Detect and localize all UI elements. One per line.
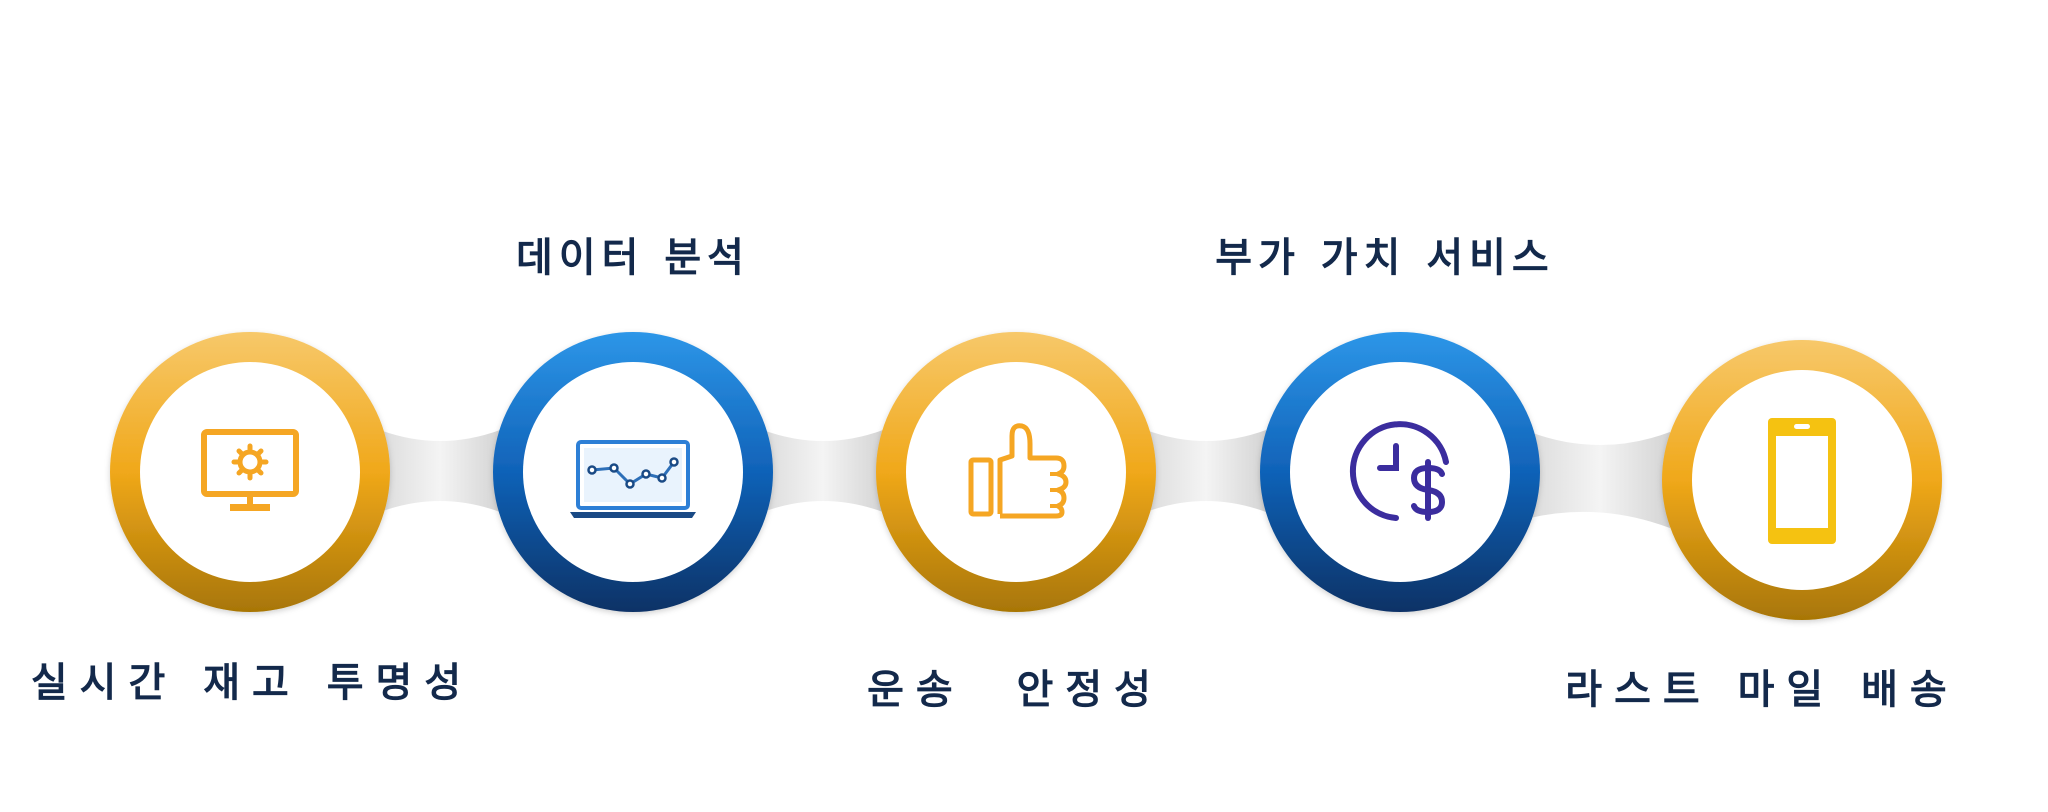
connector-2-3: [763, 430, 883, 512]
monitor-gear-icon: [201, 429, 299, 511]
step-circle-4: [1260, 332, 1540, 612]
connector-3-4: [1146, 430, 1266, 512]
step-label-4: 부가 가치 서비스: [1215, 235, 1555, 281]
smartphone-icon: [1768, 418, 1836, 544]
step-label-5: 라스트 마일 배송: [1565, 667, 1959, 713]
step-label-2: 데이터 분석: [516, 235, 750, 281]
clock-dollar-icon: [1349, 421, 1449, 521]
connector-4-5: [1530, 432, 1670, 528]
laptop-chart-icon: [570, 440, 696, 518]
connector-1-2: [380, 430, 500, 512]
step-label-1: 실시간 재고 투명성: [30, 660, 474, 706]
step-circle-3: [876, 332, 1156, 612]
step-label-3: 운송 안정성: [867, 667, 1163, 713]
thumbs-up-icon: [968, 423, 1069, 519]
